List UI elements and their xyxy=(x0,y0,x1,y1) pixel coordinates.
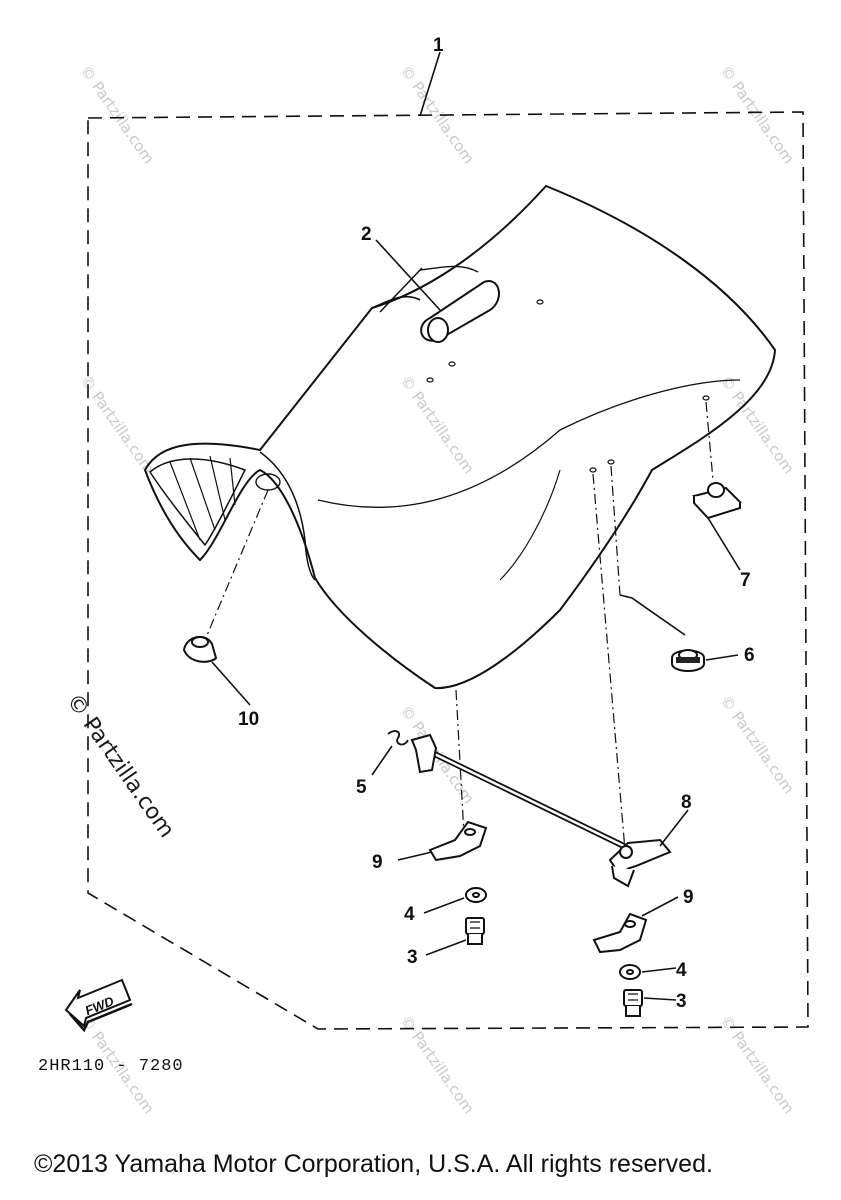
callout-5: 5 xyxy=(356,777,367,798)
part-7-nut xyxy=(692,482,742,520)
callout-10: 10 xyxy=(238,709,259,730)
watermark-text: © Partzilla.com xyxy=(77,372,158,477)
watermark-text-dark: © Partzilla.com xyxy=(61,689,179,842)
assembly-boundary xyxy=(87,111,809,1030)
watermark-text: © Partzilla.com xyxy=(717,62,798,167)
callout-labels: 1 2 7 6 10 5 8 9 9 4 3 4 3 xyxy=(238,35,755,1012)
watermark-grid: © Partzilla.com © Partzilla.com © Partzi… xyxy=(61,62,798,1117)
callout-2: 2 xyxy=(361,224,372,245)
callout-1: 1 xyxy=(433,35,444,56)
watermark-text: © Partzilla.com xyxy=(397,1012,478,1117)
part-9-bracket-lower xyxy=(592,912,648,954)
part-4-washers xyxy=(465,887,641,980)
fwd-arrow: FWD xyxy=(64,978,133,1033)
watermark-text: © Partzilla.com xyxy=(717,692,798,797)
alignment-lines xyxy=(204,401,714,851)
callout-9-lower: 9 xyxy=(683,887,694,908)
part-6-damper xyxy=(671,649,705,672)
callout-3-left: 3 xyxy=(407,947,418,968)
callout-6: 6 xyxy=(744,645,755,666)
part-5-spring xyxy=(387,730,409,746)
part-9-bracket-upper xyxy=(428,820,488,862)
callout-4-left: 4 xyxy=(404,904,415,925)
seat-body xyxy=(143,184,777,690)
part-8-seat-lock xyxy=(410,733,672,888)
leader-lines xyxy=(211,239,741,1001)
watermark-text: © Partzilla.com xyxy=(77,62,158,167)
callout-8: 8 xyxy=(681,792,692,813)
watermark-text: © Partzilla.com xyxy=(717,372,798,477)
part-3-bolts xyxy=(465,917,643,1017)
seat-holes xyxy=(426,299,710,473)
diagram-code: 2HR110 - 7280 xyxy=(38,1057,184,1076)
copyright-notice: ©2013 Yamaha Motor Corporation, U.S.A. A… xyxy=(34,1150,713,1178)
part-2-roller xyxy=(420,280,500,343)
part-10-damper xyxy=(182,635,218,663)
callout-3-right: 3 xyxy=(676,991,687,1012)
callout-4-right: 4 xyxy=(676,960,687,981)
callout-7: 7 xyxy=(740,570,751,591)
watermark-text: © Partzilla.com xyxy=(397,372,478,477)
callout-9-upper: 9 xyxy=(372,852,383,873)
leader-line-1 xyxy=(419,51,441,117)
